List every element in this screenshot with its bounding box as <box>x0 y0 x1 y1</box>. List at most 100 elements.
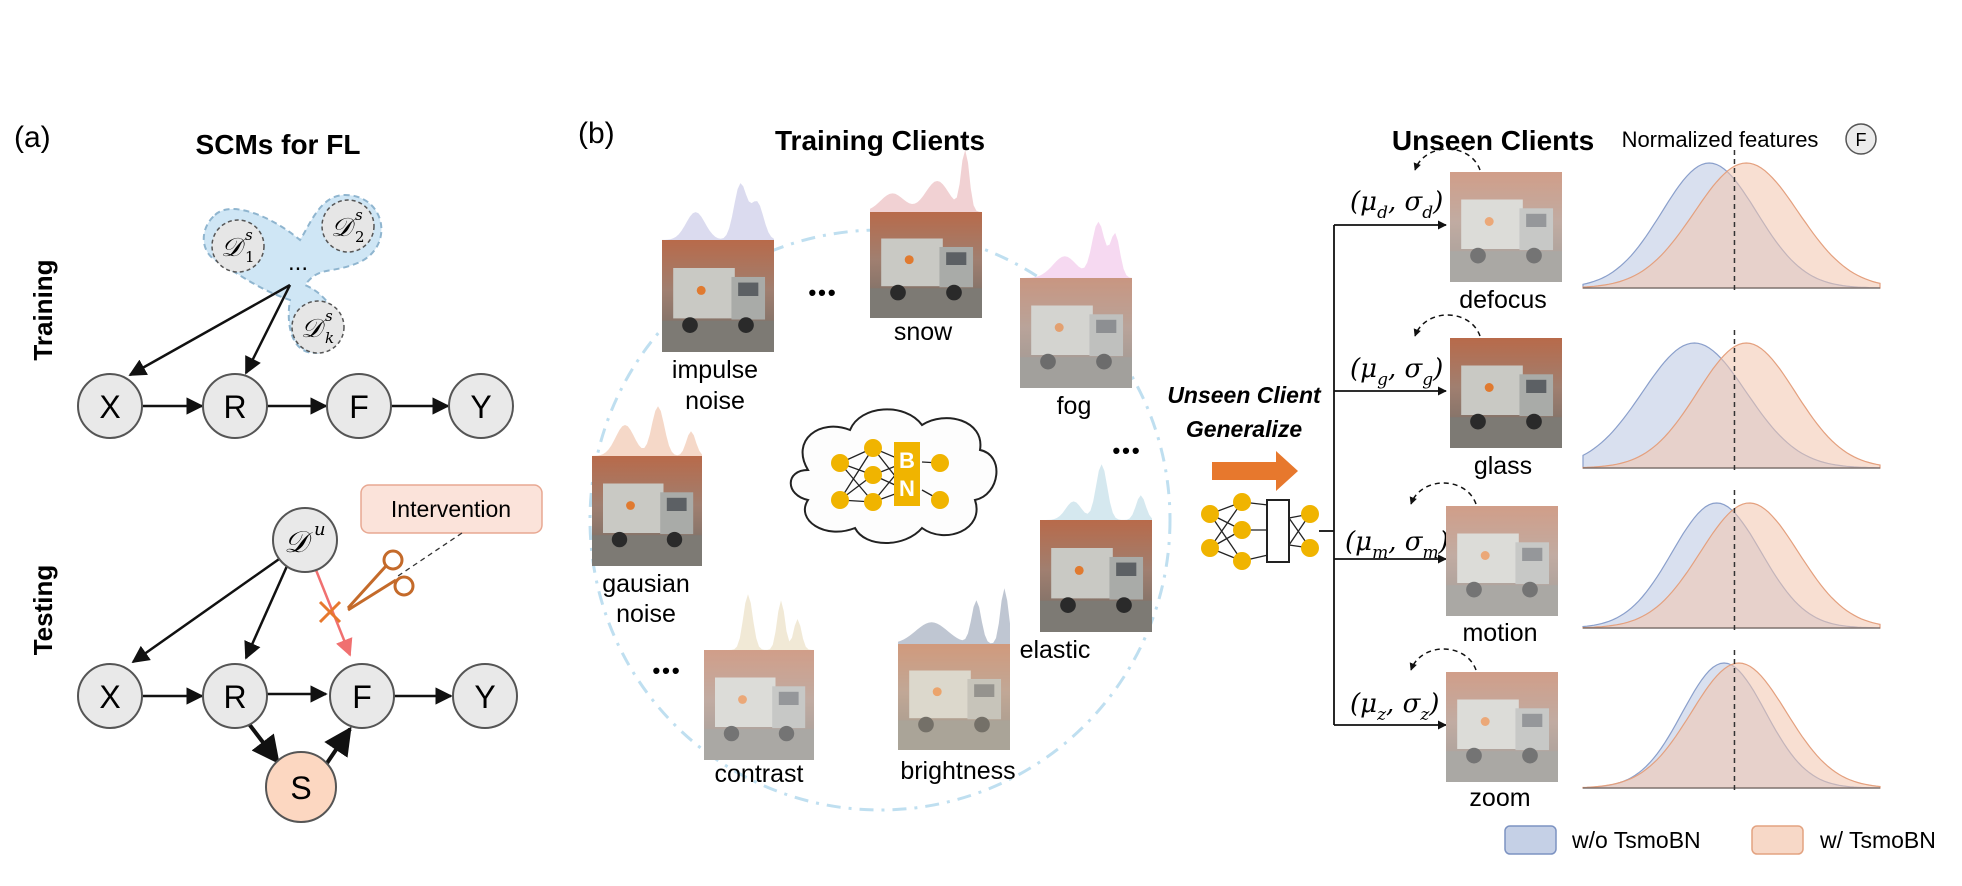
client-label-snow: snow <box>894 318 953 346</box>
train-node-x <box>77 373 143 439</box>
test-node-x <box>77 663 143 729</box>
thumbnail-motion <box>1446 506 1558 616</box>
client-label-elastic: elastic <box>1020 636 1091 664</box>
panel-a-label: (a) <box>14 121 51 154</box>
test-node-f <box>329 663 395 729</box>
domain-1-sub: 1 <box>245 248 255 266</box>
density-with <box>1582 342 1881 469</box>
domain-2-sup: s <box>355 206 363 224</box>
stat-label-zoom: (μz, σz) <box>1350 689 1439 725</box>
scissors-icon <box>346 549 415 612</box>
unseen-label-glass: glass <box>1474 452 1532 480</box>
thumbnail-zoom <box>1446 672 1558 782</box>
histogram-fog <box>1020 221 1132 278</box>
thumbnail-contrast <box>704 650 814 760</box>
legend-label-without: w/o TsmoBN <box>1571 827 1701 853</box>
unseen-label-motion: motion <box>1462 619 1537 647</box>
generalize-arrow-icon <box>1212 451 1298 491</box>
train-node-x-label: X <box>99 389 120 425</box>
client-label-impulse-2: noise <box>685 387 745 415</box>
histogram-elastic <box>1040 464 1152 520</box>
adapt-arrow-defocus <box>1413 148 1481 171</box>
density-plot-zoom <box>1582 650 1881 794</box>
feature-density-plots <box>1582 150 1881 794</box>
adapt-arrow-motion <box>1409 482 1477 505</box>
thumbnail-fog <box>1020 278 1132 388</box>
client-label-impulse-1: impulse <box>672 356 758 384</box>
train-node-f <box>326 373 392 439</box>
histogram-contrast <box>704 594 814 650</box>
bn-nodes <box>831 439 949 511</box>
intervention-pointer <box>394 532 463 579</box>
test-node-f-label: F <box>352 679 372 715</box>
ellipsis-left: ••• <box>652 658 681 683</box>
density-with <box>1582 162 1881 289</box>
test-node-x-label: X <box>99 679 120 715</box>
legend-label-with: w/ TsmoBN <box>1819 827 1936 853</box>
f-badge-label: F <box>1856 130 1867 150</box>
adapt-arrow-zoom <box>1409 648 1477 671</box>
f-badge <box>1845 123 1877 155</box>
client-thumbnails <box>592 150 1152 760</box>
thumbnail-brightness <box>898 644 1010 750</box>
domain-k-sub: k <box>325 329 334 347</box>
train-node-r <box>202 373 268 439</box>
cut-cross-icon <box>318 600 342 624</box>
legend-swatch-without <box>1504 825 1557 855</box>
intervention-box <box>360 484 543 534</box>
train-node-y-label: Y <box>470 389 491 425</box>
thumbnail-gausian <box>592 456 702 566</box>
training-graph-nodes <box>77 373 514 439</box>
histogram-brightness <box>898 588 1010 644</box>
test-node-r <box>202 663 268 729</box>
client-label-fog: fog <box>1057 392 1092 420</box>
adapt-arrow-glass <box>1413 314 1481 337</box>
client-label-contrast: contrast <box>715 760 804 788</box>
client-bn-layer <box>1266 499 1290 563</box>
thumbnail-impulse <box>662 240 774 352</box>
thumbnail-snow <box>870 212 982 318</box>
stat-label-defocus: (μd, σd) <box>1350 187 1443 223</box>
train-node-f-label: F <box>349 389 369 425</box>
cut-edge <box>314 569 353 657</box>
client-label-brightness: brightness <box>900 757 1015 785</box>
test-node-y <box>452 663 518 729</box>
thumbnail-defocus <box>1450 172 1562 282</box>
ellipsis-top: ••• <box>808 280 837 305</box>
density-with <box>1582 662 1881 789</box>
unseen-label-zoom: zoom <box>1469 784 1530 812</box>
testing-row-label: Testing <box>28 565 58 656</box>
source-domains-blob <box>202 193 383 354</box>
client-network-diagram <box>1209 501 1311 562</box>
ellipsis-right: ••• <box>1112 438 1141 463</box>
testing-graph-edges <box>131 555 453 768</box>
unseen-domain-node <box>272 507 338 573</box>
train-node-r-label: R <box>223 389 246 425</box>
domain-node-2 <box>321 199 375 253</box>
stat-label-glass: (μg, σg) <box>1350 354 1443 390</box>
test-node-s <box>265 751 337 823</box>
generalize-label-2: Generalize <box>1186 416 1303 442</box>
client-label-gausian-1: gausian <box>602 570 690 598</box>
bn-letter-n: N <box>899 476 915 501</box>
unseen-stat-labels: (μd, σd) (μg, σg) (μm, σm) (μz, σz) <box>1345 187 1449 725</box>
unseen-label-defocus: defocus <box>1459 286 1547 314</box>
generalize-label-1: Unseen Client <box>1167 382 1322 408</box>
training-clients-title: Training Clients <box>775 125 985 156</box>
unseen-thumbnails <box>1409 148 1562 782</box>
domain-ellipsis: ... <box>288 249 308 276</box>
client-network-nodes <box>1201 493 1319 570</box>
histogram-impulse <box>662 183 774 240</box>
domain-node-1 <box>211 219 265 273</box>
domain-1-sup: s <box>245 226 253 244</box>
thumbnail-glass <box>1450 338 1562 448</box>
thumbnail-elastic <box>1040 520 1152 632</box>
density-plot-motion <box>1582 490 1881 634</box>
normalized-features-title: Normalized features <box>1622 127 1819 152</box>
stat-label-motion: (μm, σm) <box>1345 527 1449 563</box>
unseen-domain-sup: u <box>314 519 326 540</box>
train-node-y <box>448 373 514 439</box>
intervention-label: Intervention <box>391 496 511 522</box>
density-plot-defocus <box>1582 150 1881 294</box>
